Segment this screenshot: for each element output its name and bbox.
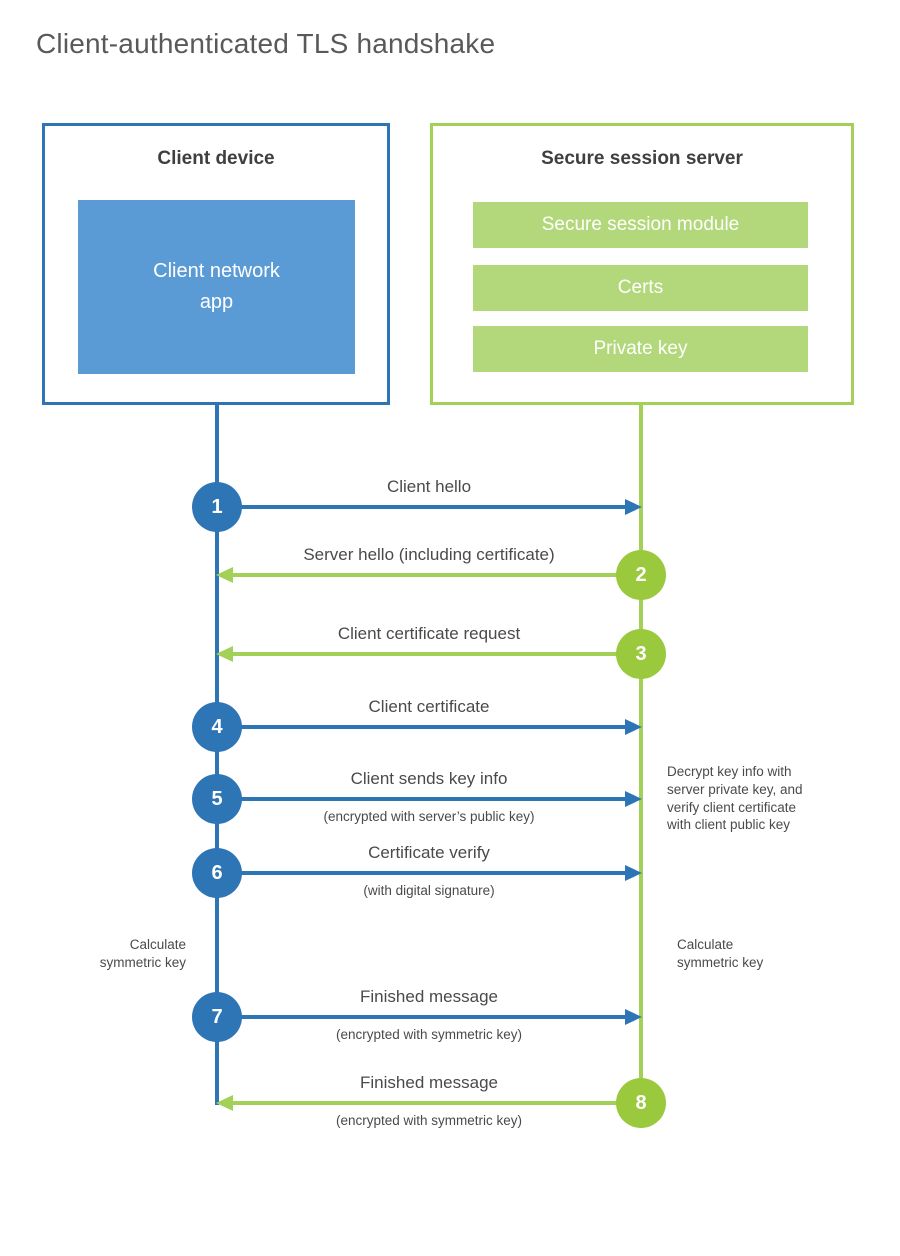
step-8-label: Finished message (360, 1073, 498, 1092)
step-row-7: Finished message (encrypted with symmetr… (192, 985, 642, 1055)
arrow-head-right-icon (625, 499, 642, 515)
arrow-line (231, 1101, 641, 1105)
arrow-line (217, 797, 627, 801)
step-row-1: Client hello 1 (192, 475, 642, 545)
arrow-head-left-icon (216, 567, 233, 583)
calculate-symmetric-key-note-server: Calculate symmetric key (677, 937, 764, 970)
step-4-label: Client certificate (368, 697, 490, 716)
server-module-certs: Certs (473, 265, 808, 311)
step-row-2: Server hello (including certificate) 2 (216, 543, 666, 613)
arrow-line (231, 652, 641, 656)
arrow-line (231, 573, 641, 577)
step-7-label: Finished message (360, 987, 498, 1006)
arrow-head-right-icon (625, 791, 642, 807)
step-1-label: Client hello (386, 477, 472, 496)
client-network-app-box: Client network app (78, 200, 355, 374)
arrow-line (217, 505, 627, 509)
client-device-box: Client device Client network app (42, 123, 390, 405)
arrow-head-right-icon (625, 719, 642, 735)
arrow-line (217, 871, 627, 875)
step-row-3: Client certificate request 3 (216, 622, 666, 692)
secure-session-server-title: Secure session server (541, 148, 743, 169)
step-3-label: Client certificate request (337, 624, 521, 643)
step-5-number: 5 (192, 774, 242, 824)
step-row-4: Client certificate 4 (192, 695, 642, 765)
step-5-label: Client sends key info (350, 769, 508, 788)
step-row-8: Finished message (encrypted with symmetr… (216, 1071, 666, 1141)
client-lifeline (215, 405, 219, 1105)
arrow-head-left-icon (216, 1095, 233, 1111)
client-device-title: Client device (157, 148, 275, 169)
step-5-sublabel: (encrypted with server’s public key) (323, 809, 535, 824)
step-1-number: 1 (192, 482, 242, 532)
step-7-number: 7 (192, 992, 242, 1042)
arrow-line (217, 1015, 627, 1019)
page-title: Client-authenticated TLS handshake (36, 28, 496, 59)
server-lifeline (639, 405, 643, 1128)
step-7-sublabel: (encrypted with symmetric key) (335, 1027, 523, 1042)
server-module-private-key: Private key (473, 326, 808, 372)
server-module-secure-session: Secure session module (473, 202, 808, 248)
step-4-number: 4 (192, 702, 242, 752)
step-2-label: Server hello (including certificate) (303, 545, 555, 564)
step-6-label: Certificate verify (368, 843, 490, 862)
arrow-head-right-icon (625, 1009, 642, 1025)
step-6-sublabel: (with digital signature) (363, 883, 495, 898)
step-8-number: 8 (616, 1078, 666, 1128)
arrow-head-left-icon (216, 646, 233, 662)
decrypt-key-note: Decrypt key info with server private key… (667, 764, 803, 833)
step-row-6: Certificate verify (with digital signatu… (192, 841, 642, 911)
step-2-number: 2 (616, 550, 666, 600)
step-8-sublabel: (encrypted with symmetric key) (335, 1113, 523, 1128)
step-3-number: 3 (616, 629, 666, 679)
step-row-5: Client sends key info (encrypted with se… (192, 767, 642, 837)
calculate-symmetric-key-note-client: Calculate symmetric key (99, 937, 186, 970)
arrow-line (217, 725, 627, 729)
secure-session-server-box: Secure session server Secure session mod… (430, 123, 854, 405)
step-6-number: 6 (192, 848, 242, 898)
arrow-head-right-icon (625, 865, 642, 881)
